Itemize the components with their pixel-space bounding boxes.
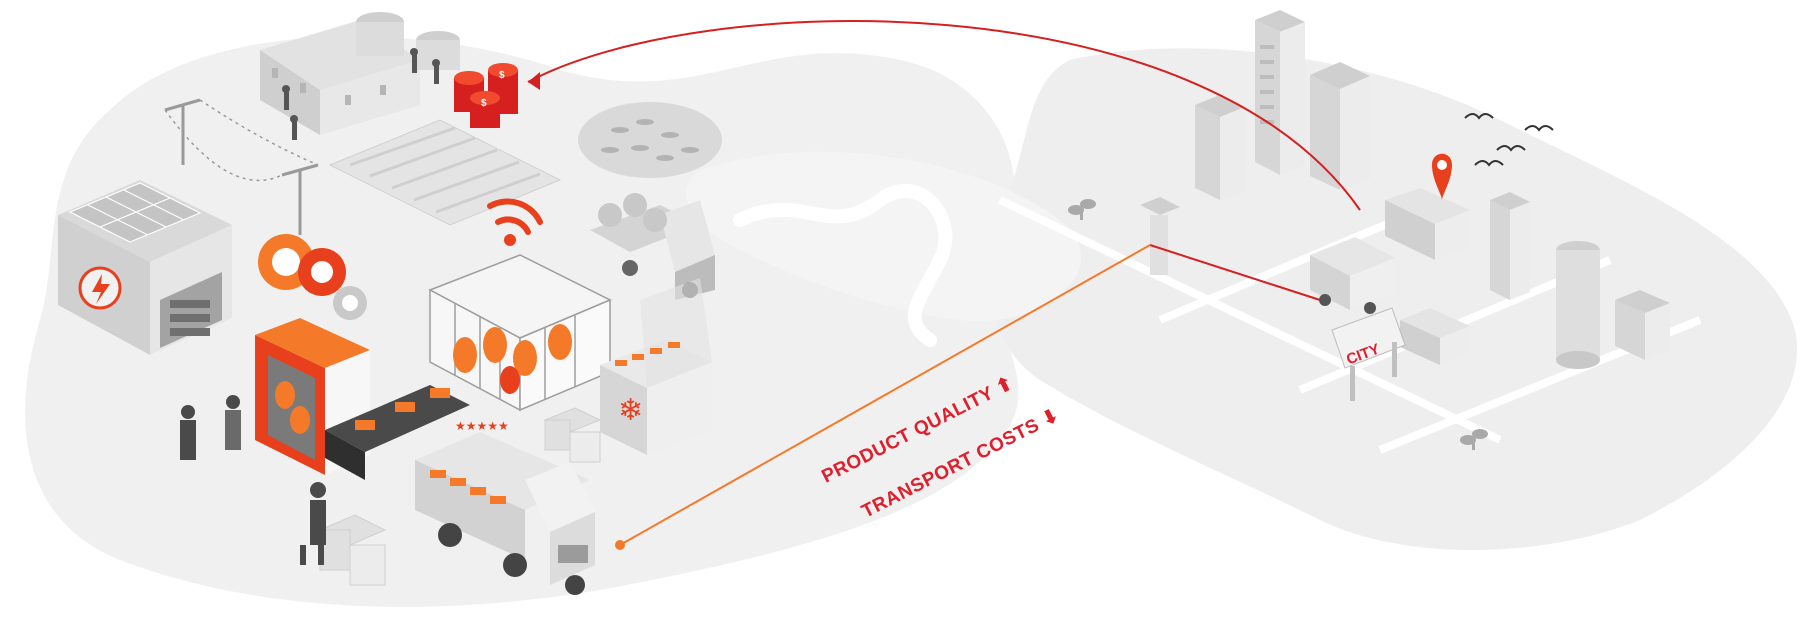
solar-warehouse [58,180,232,355]
snowflake-icon: ❄ [618,393,643,428]
solar-panel-icon [68,182,202,243]
ground-right [990,48,1798,550]
city-truck [1310,237,1395,314]
workers [180,395,326,565]
power-line [164,98,319,235]
city-sign-board [1331,307,1406,401]
svg-text:★★★★★: ★★★★★ [455,419,509,433]
city-buildings [1195,10,1670,369]
svg-text:$: $ [499,70,505,81]
ground-middle [685,151,1081,322]
lookout-tower [1140,197,1180,275]
sprout-icon [1068,199,1488,450]
greenhouse-plants [453,324,572,394]
gear-icon [258,234,367,320]
freezer: ❄ [600,278,712,455]
fish-pond [578,102,722,178]
location-pin-icon [1432,153,1452,200]
boxes-stack [318,407,602,586]
coin-stack-icon: $ $ [454,63,518,128]
wifi-icon [487,198,543,246]
farmer-figures [282,48,440,140]
svg-text:$: $ [481,98,487,109]
delivery-truck: ★★★★★ [415,419,595,595]
star-icon: ★★★★★ [455,419,509,433]
river [733,183,953,347]
flow-lines [527,20,1361,550]
conveyor-belt [325,385,470,480]
bird-icon [1464,113,1554,167]
